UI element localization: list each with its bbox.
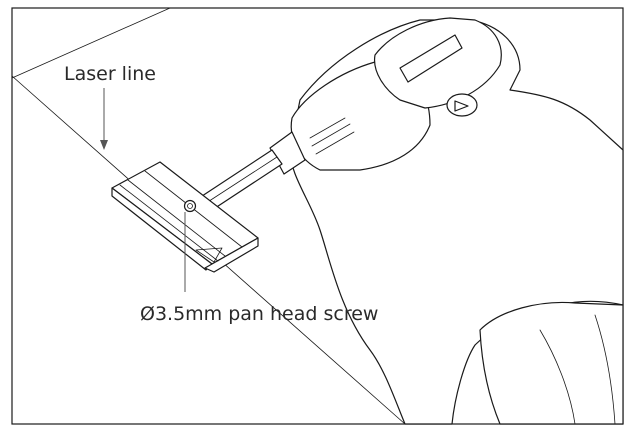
laser-line-callout: Laser line (64, 63, 156, 150)
laser-line-label: Laser line (64, 63, 156, 85)
laser-line-arrowhead (100, 140, 108, 150)
power-drill (269, 17, 624, 425)
screw-label: Ø3.5mm pan head screw (140, 303, 378, 325)
wall-edge-line (11, 7, 171, 79)
screw-callout: Ø3.5mm pan head screw (140, 212, 378, 325)
